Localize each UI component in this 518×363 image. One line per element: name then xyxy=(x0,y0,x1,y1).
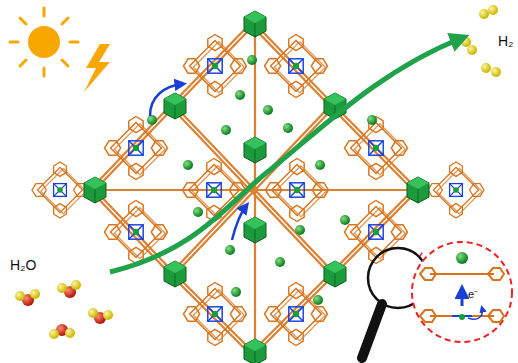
sun xyxy=(10,8,78,76)
molecule-label: H₂O xyxy=(10,258,36,273)
electron-label: e⁻ xyxy=(468,288,478,300)
molecule-label: H₂ xyxy=(498,34,514,49)
